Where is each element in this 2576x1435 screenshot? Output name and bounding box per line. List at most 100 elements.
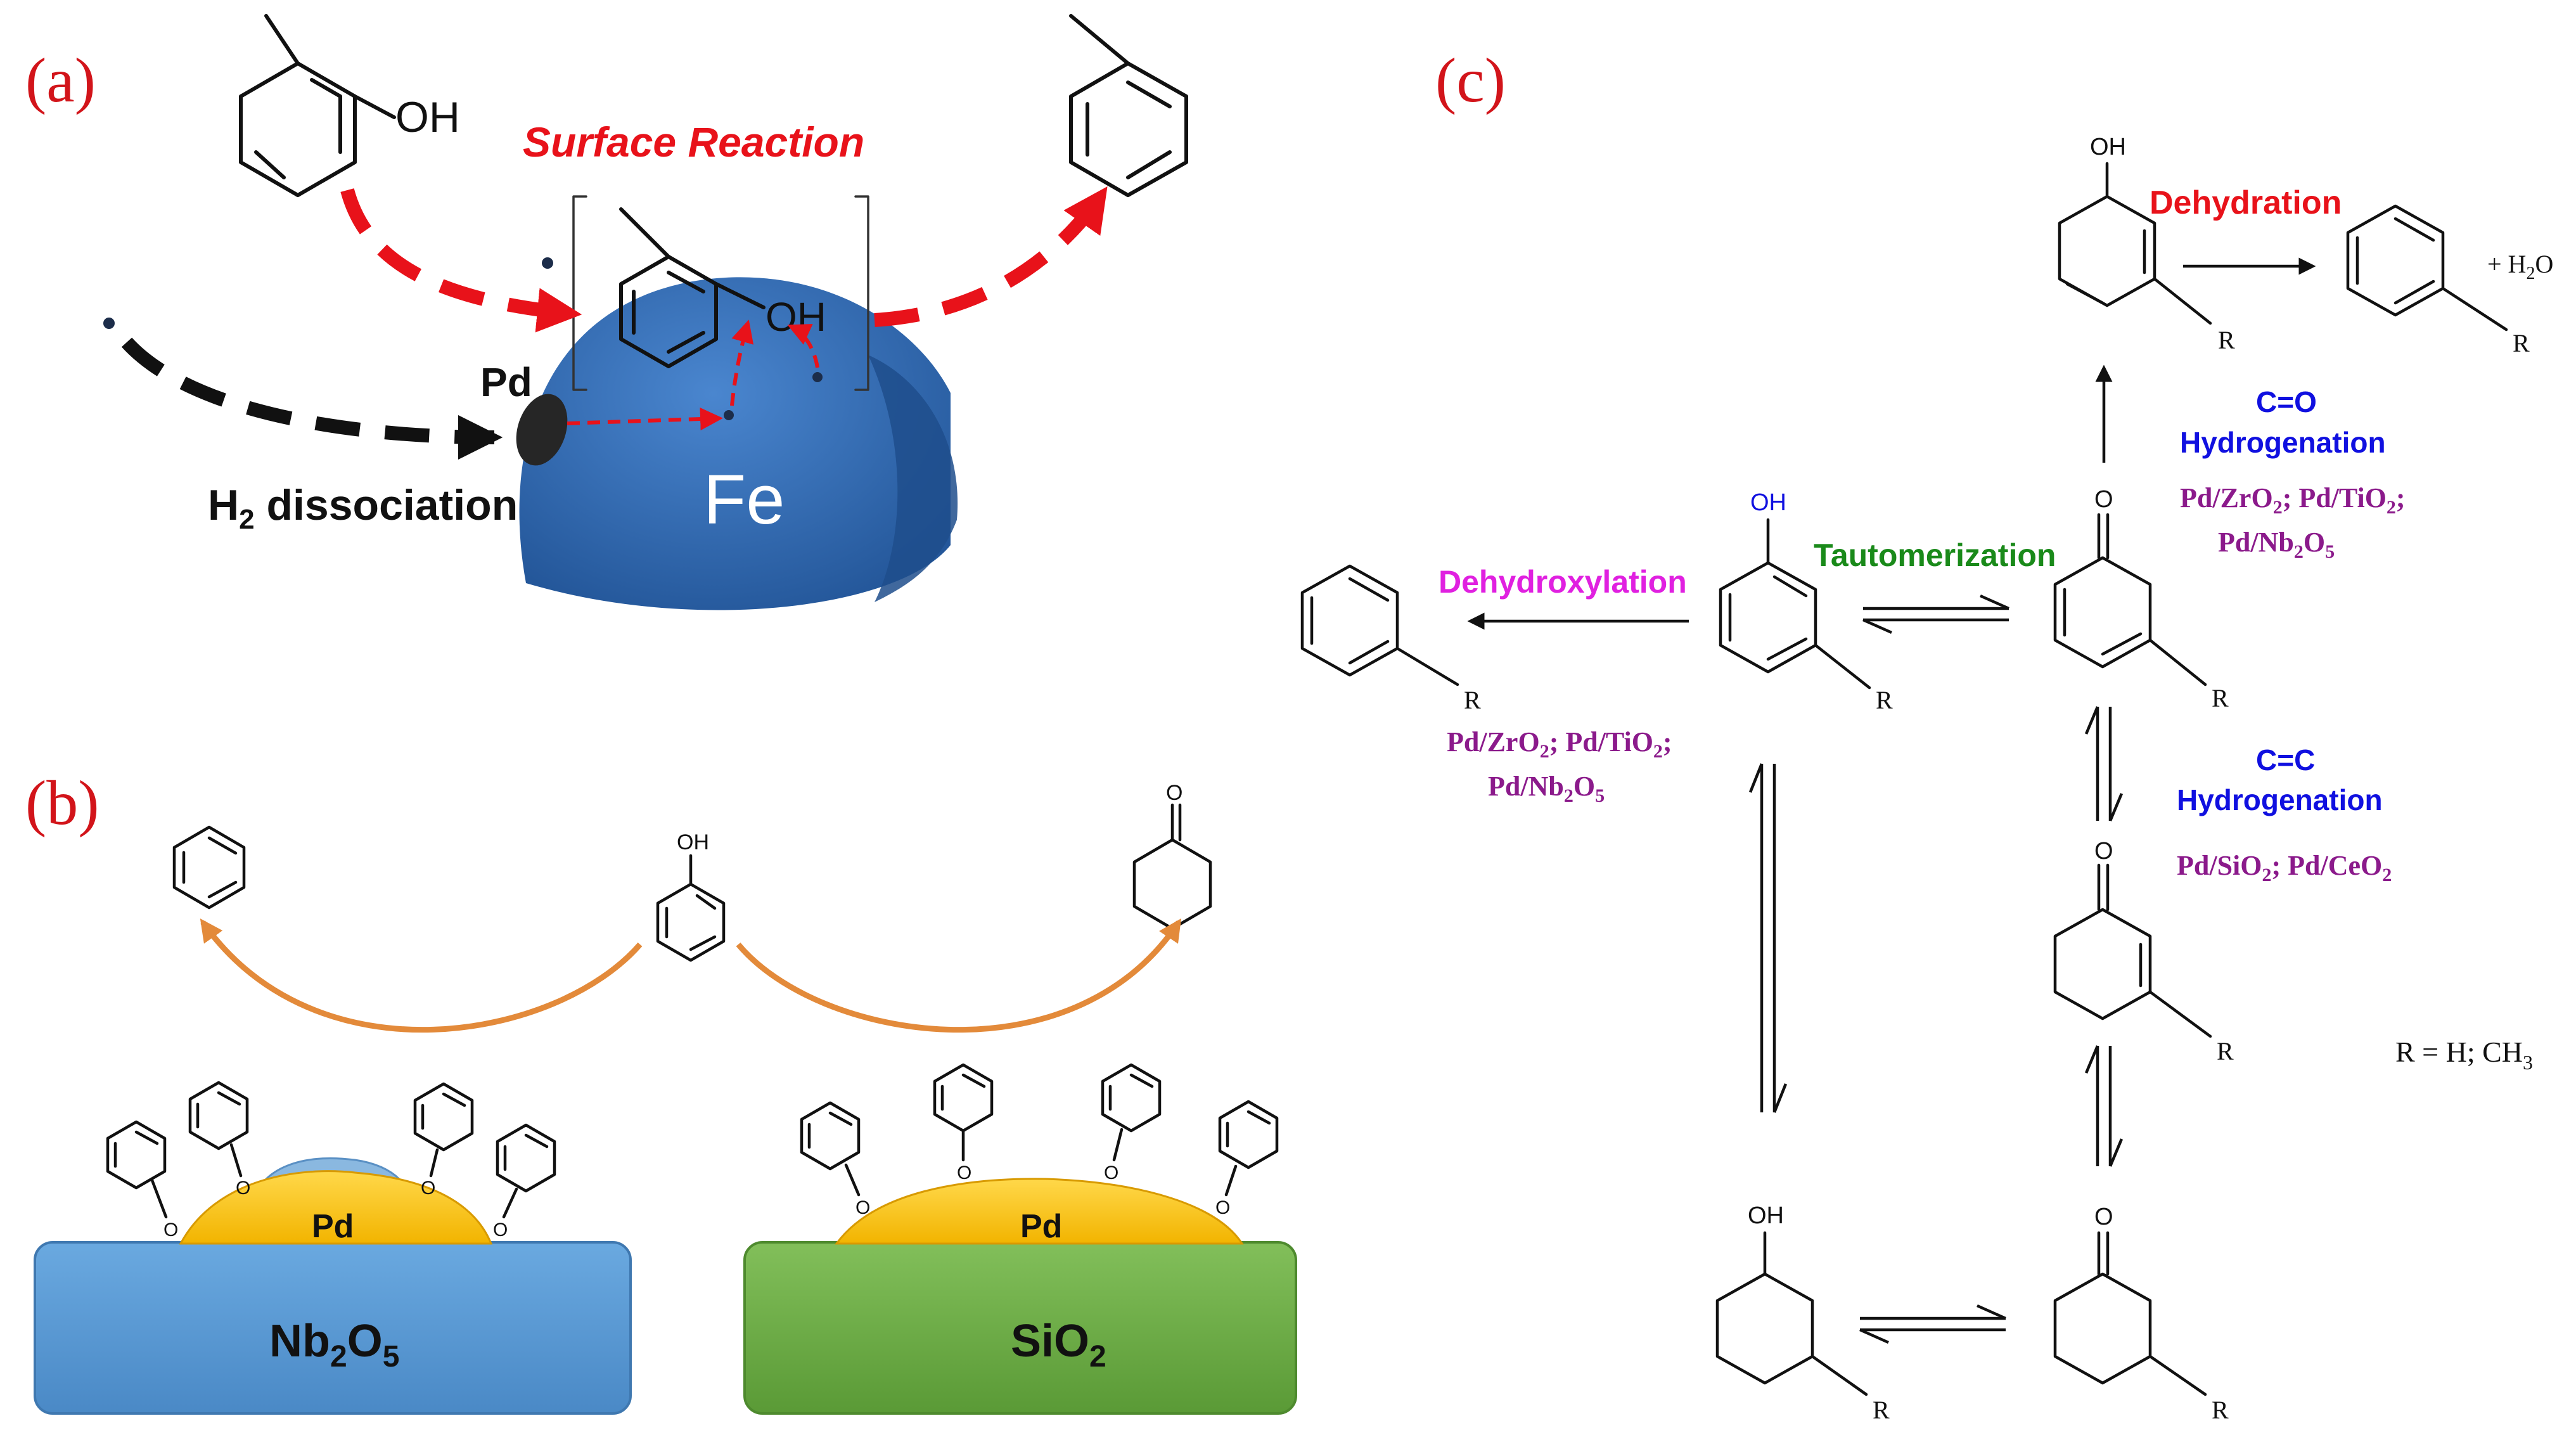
co-catalysts: Pd/ZrO2; Pd/TiO2; (2180, 482, 2406, 518)
h2-dissociation-label: H2 dissociation (208, 481, 518, 535)
dehydroxylation-catalysts: Pd/Nb2O5 (1488, 771, 1605, 806)
benzene-product (172, 825, 246, 910)
r-label: R (1876, 686, 1893, 714)
adsorbed-o-label: O (421, 1178, 435, 1199)
nb2o5-label: Nb2O5 (269, 1316, 399, 1374)
pd-particle-left (179, 1170, 493, 1245)
aromatic-product-top: R (2346, 204, 2530, 357)
panel-b: (b) OH O Nb2O5 SiO2 (25, 768, 1297, 1415)
oh-label: OH (2090, 134, 2126, 160)
r-label: R (2217, 1037, 2234, 1065)
h-atom (724, 410, 734, 420)
adsorbed-oh-label: OH (766, 294, 826, 340)
ring-hydrogenation-equilibrium (1748, 763, 1788, 1113)
toluene-molecule (1069, 14, 1188, 197)
panel-b-label: (b) (25, 768, 99, 838)
dienol-intermediate: OH R (2058, 134, 2235, 354)
h-atom (812, 372, 823, 382)
panel-a-label: (a) (25, 45, 96, 115)
fe-particle-side (868, 355, 958, 602)
h-atom (103, 318, 115, 329)
co-catalysts: Pd/Nb2O5 (2218, 527, 2335, 562)
fe-particle (519, 277, 951, 610)
r-label: R (2218, 326, 2235, 354)
adsorbed-ring: O (106, 1120, 178, 1240)
dehydroxylation-label: Dehydroxylation (1439, 564, 1687, 600)
adsorbed-o-label: O (855, 1197, 870, 1218)
aromatic-product-left: R (1300, 564, 1481, 714)
reactant-oh-label: OH (395, 93, 460, 141)
adsorbed-o-label: O (236, 1178, 250, 1199)
cc-hydrogenation-line1: C=C (2256, 743, 2315, 776)
adsorbed-ring: O (493, 1123, 556, 1240)
nb2o5-support (34, 1241, 632, 1415)
cyclohexanone-o-label: O (1166, 781, 1182, 805)
dehydration-label: Dehydration (2150, 184, 2342, 221)
pd-left-label: Pd (312, 1208, 354, 1245)
adsorbed-ring: O (800, 1101, 870, 1218)
r-definition: R = H; CH3 (2395, 1036, 2533, 1074)
o-label: O (2094, 838, 2113, 865)
adsorbed-intermediate: OH (572, 195, 869, 391)
o-label: O (2094, 1204, 2113, 1230)
co-hydrogenation-line2: Hydrogenation (2180, 426, 2386, 459)
adsorbed-ring: O (933, 1063, 994, 1183)
r-label: R (1464, 686, 1481, 714)
sio2-selectivity-arrow (736, 918, 1182, 1033)
enone-intermediate: O R (2053, 838, 2234, 1065)
phenol-oh-label: OH (677, 830, 709, 854)
o-label: O (2094, 486, 2113, 513)
adsorbed-o-label: O (163, 1219, 178, 1240)
m-cresol-molecule: OH (239, 14, 460, 197)
cyclohexanol-product: OH R (1715, 1202, 1890, 1424)
adsorbed-ring: O (1215, 1100, 1279, 1218)
pd-site-label: Pd (480, 359, 532, 405)
fe-label: Fe (703, 461, 785, 539)
tautomerization-label: Tautomerization (1814, 537, 2056, 573)
water-byproduct: + H2O (2487, 250, 2553, 283)
h-transfer-arrow (787, 324, 819, 368)
panel-c-label: (c) (1435, 45, 1506, 115)
h-atom (542, 257, 553, 269)
r-label: R (1873, 1396, 1890, 1424)
cyclohexanone-product: O (1132, 781, 1212, 930)
dienone-intermediate: O R (2053, 486, 2229, 712)
panel-c: (c) OH R Dehydration R + H2O C=O Hydroge… (1300, 45, 2553, 1424)
pd-particle-right (835, 1178, 1244, 1245)
alcohol-ketone-equilibrium (1859, 1304, 2006, 1344)
dehydroxylation-catalysts: Pd/ZrO2; Pd/TiO2; (1447, 726, 1672, 762)
nb2o5-selectivity-arrow (200, 918, 643, 1033)
panel-a: (a) OH Surface Reaction Fe Pd (25, 14, 1188, 610)
adsorbed-ring: O (188, 1081, 250, 1199)
oh-label: OH (1750, 489, 1786, 516)
product-desorption-arrow (874, 186, 1109, 327)
phenol-reactant: OH (656, 830, 726, 962)
cc-hydrogenation-line2: Hydrogenation (2177, 783, 2383, 816)
reactant-adsorption-arrow (340, 188, 582, 333)
adsorbed-ring: O (1101, 1063, 1162, 1183)
h2-approach-arrow (121, 337, 503, 460)
phenol-substrate: OH R (1719, 489, 1893, 714)
adsorbed-o-label: O (493, 1219, 508, 1240)
cyclohexanone-product: O R (2053, 1204, 2229, 1424)
cc-catalysts: Pd/SiO2; Pd/CeO2 (2177, 850, 2392, 885)
adsorbed-o-label: O (957, 1162, 971, 1183)
co-hydrogenation-line1: C=O (2256, 385, 2317, 418)
r-label: R (2212, 1396, 2229, 1424)
tautomerization-equilibrium (1862, 594, 2009, 634)
h-transfer-arrow (730, 319, 754, 406)
pd-particle (516, 394, 568, 466)
r-label: R (2212, 684, 2229, 712)
r-label: R (2513, 329, 2530, 357)
adsorbed-o-label: O (1215, 1197, 1230, 1218)
sio2-label: SiO2 (1011, 1316, 1106, 1374)
oh-label: OH (1748, 1202, 1784, 1229)
cc-hydrogenation-equilibrium (2084, 706, 2124, 821)
adsorbed-molecules: O O O O (106, 1063, 1279, 1240)
adsorbed-ring: O (413, 1082, 474, 1199)
adsorbed-o-label: O (1104, 1162, 1118, 1183)
pd-right-label: Pd (1020, 1208, 1062, 1245)
enone-ketone-equilibrium (2084, 1045, 2124, 1167)
h-spillover-arrow (567, 408, 723, 430)
